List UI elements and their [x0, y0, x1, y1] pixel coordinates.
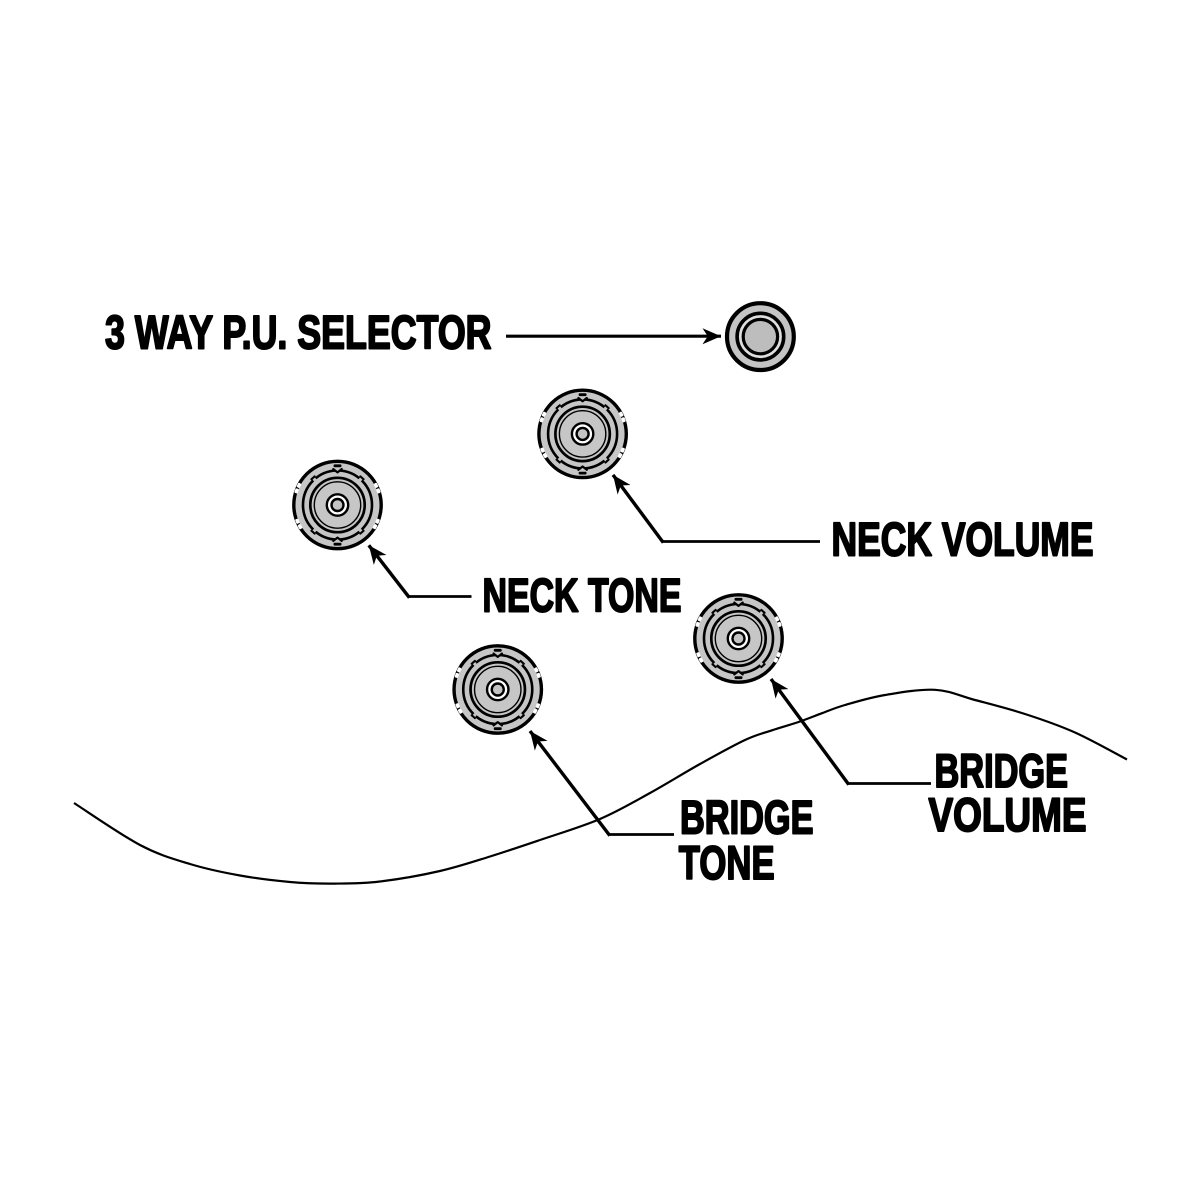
svg-text:BRIDGE: BRIDGE [680, 791, 814, 844]
svg-text:NECK TONE: NECK TONE [483, 569, 682, 622]
svg-text:3 WAY P.U. SELECTOR: 3 WAY P.U. SELECTOR [105, 306, 492, 359]
svg-text:BRIDGE: BRIDGE [935, 744, 1069, 797]
svg-text:TONE: TONE [679, 836, 775, 889]
svg-text:VOLUME: VOLUME [929, 788, 1087, 841]
svg-text:NECK VOLUME: NECK VOLUME [832, 512, 1094, 565]
